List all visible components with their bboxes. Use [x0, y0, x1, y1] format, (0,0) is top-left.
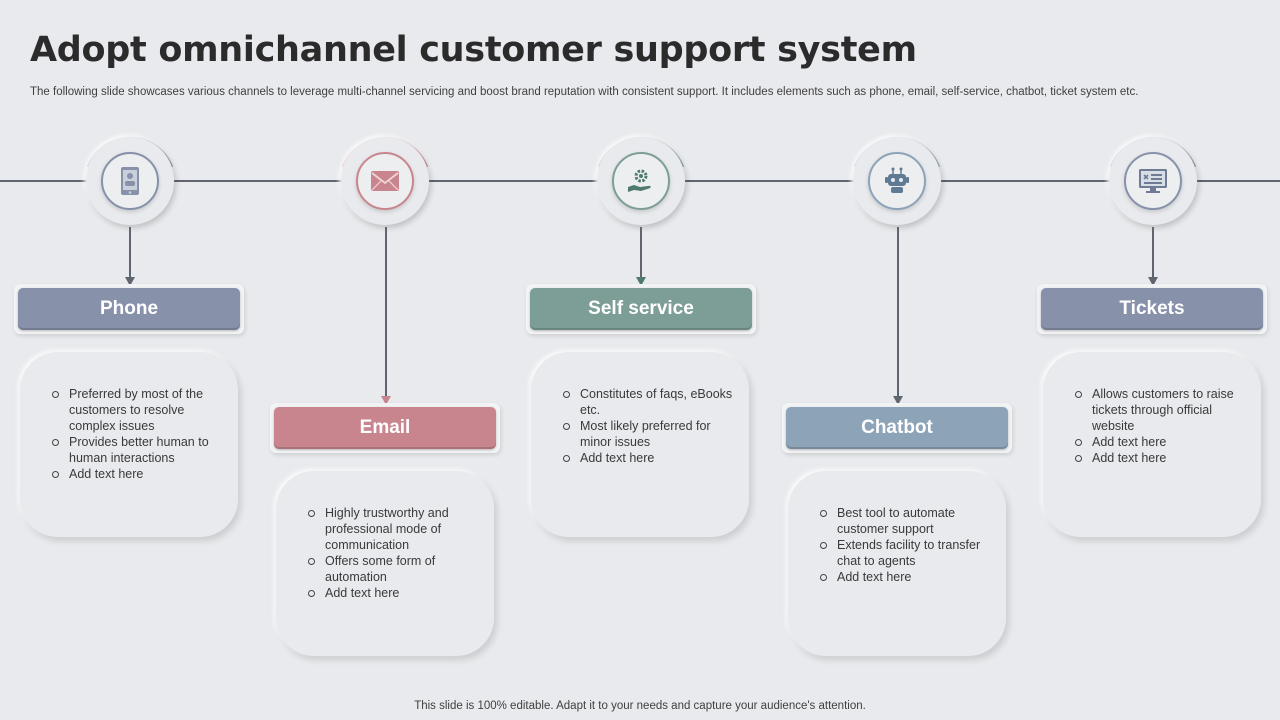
email-card: Highly trustworthy and professional mode… [276, 471, 494, 656]
phone-node [82, 133, 178, 229]
email-label-text: Email [274, 407, 496, 449]
email-connector [385, 227, 387, 398]
tickets-card: Allows customers to raise tickets throug… [1043, 352, 1261, 537]
list-item: Add text here [50, 466, 222, 482]
tickets-node [1105, 133, 1201, 229]
phone-card: Preferred by most of the customers to re… [20, 352, 238, 537]
self-service-connector [640, 227, 642, 279]
list-item: Add text here [561, 450, 733, 466]
list-item: Best tool to automate customer support [818, 505, 990, 537]
list-item: Add text here [818, 569, 990, 585]
email-label[interactable]: Email [270, 403, 500, 453]
self-service-label[interactable]: Self service [526, 284, 756, 334]
list-item: Offers some form of automation [306, 553, 478, 585]
self-service-card: Constitutes of faqs, eBooks etc. Most li… [531, 352, 749, 537]
tickets-arrow [1148, 277, 1158, 286]
list-item: Constitutes of faqs, eBooks etc. [561, 386, 733, 418]
page-subtitle: The following slide showcases various ch… [30, 86, 1139, 98]
chatbot-label[interactable]: Chatbot [782, 403, 1012, 453]
footer-note: This slide is 100% editable. Adapt it to… [414, 700, 866, 712]
tickets-label-text: Tickets [1041, 288, 1263, 330]
chatbot-icon [868, 152, 926, 210]
list-item: Provides better human to human interacti… [50, 434, 222, 466]
phone-connector [129, 227, 131, 279]
list-item: Allows customers to raise tickets throug… [1073, 386, 1245, 434]
ticket-icon [1124, 152, 1182, 210]
self-service-label-text: Self service [530, 288, 752, 330]
list-item: Add text here [306, 585, 478, 601]
list-item: Add text here [1073, 450, 1245, 466]
phone-icon [101, 152, 159, 210]
self-service-icon [612, 152, 670, 210]
list-item: Extends facility to transfer chat to age… [818, 537, 990, 569]
page-title: Adopt omnichannel customer support syste… [30, 30, 917, 70]
phone-arrow [125, 277, 135, 286]
email-node [337, 133, 433, 229]
self-service-arrow [636, 277, 646, 286]
phone-label-text: Phone [18, 288, 240, 330]
email-arrow [381, 396, 391, 405]
list-item: Preferred by most of the customers to re… [50, 386, 222, 434]
chatbot-connector [897, 227, 899, 398]
phone-label[interactable]: Phone [14, 284, 244, 334]
chatbot-node [849, 133, 945, 229]
self-service-node [593, 133, 689, 229]
tickets-label[interactable]: Tickets [1037, 284, 1267, 334]
list-item: Add text here [1073, 434, 1245, 450]
list-item: Highly trustworthy and professional mode… [306, 505, 478, 553]
chatbot-arrow [893, 396, 903, 405]
tickets-connector [1152, 227, 1154, 279]
chatbot-card: Best tool to automate customer support E… [788, 471, 1006, 656]
list-item: Most likely preferred for minor issues [561, 418, 733, 450]
email-icon [356, 152, 414, 210]
chatbot-label-text: Chatbot [786, 407, 1008, 449]
